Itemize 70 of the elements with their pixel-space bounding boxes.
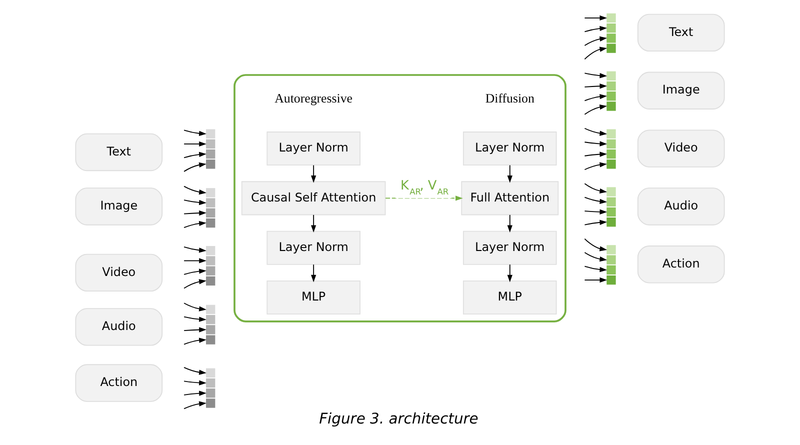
arrow (184, 200, 206, 206)
node-box: Full Attention (461, 181, 559, 216)
node-box: Layer Norm (266, 132, 360, 166)
arrow (584, 94, 608, 102)
arrow (584, 209, 608, 214)
node-box: Layer Norm (266, 230, 360, 265)
edge-label: K$_{AR}$, V$_{AR}$ (400, 178, 449, 197)
node-box: Image (637, 72, 725, 110)
arrow (584, 266, 608, 272)
node-box: Text (75, 133, 163, 172)
arrow (507, 264, 512, 282)
arrow (584, 15, 608, 21)
node-box: Video (75, 254, 163, 292)
arrow (507, 214, 512, 233)
arrow (184, 338, 206, 345)
label: Diffusion (485, 91, 534, 106)
arrow (184, 367, 206, 375)
caption: Figure 3. architecture (319, 410, 478, 428)
arrow (584, 128, 608, 136)
arrow (584, 72, 608, 78)
arrow (310, 164, 316, 183)
arrow (184, 401, 206, 410)
cluster (234, 74, 566, 322)
arrow (584, 252, 608, 262)
arrow (584, 26, 608, 32)
arrow (584, 196, 608, 204)
node-box: Layer Norm (462, 230, 557, 265)
arrow (584, 220, 608, 226)
arrow (184, 152, 206, 158)
arrow (184, 141, 206, 147)
arrow (184, 220, 206, 228)
node-box: Causal Self Attention (241, 181, 386, 216)
arrow (184, 186, 206, 195)
arrow (184, 268, 206, 275)
node-box: Action (637, 246, 725, 284)
node-box: Text (637, 14, 725, 52)
node-box: Layer Norm (462, 132, 557, 166)
arrow (584, 162, 608, 170)
arrow (584, 84, 608, 89)
arrow (184, 279, 206, 289)
arrow (184, 210, 206, 216)
arrow (184, 130, 206, 136)
arrow (584, 277, 608, 283)
arrow (584, 141, 608, 146)
arrow (184, 302, 206, 312)
arrow (184, 316, 206, 322)
arrow (310, 264, 316, 282)
arrow (310, 214, 316, 233)
arrow (584, 36, 608, 46)
arrow (584, 104, 608, 115)
arrow (184, 246, 206, 253)
arrow (385, 196, 463, 201)
label: Autoregressive (274, 91, 352, 106)
arrow (584, 238, 608, 252)
node-box: MLP (266, 280, 360, 315)
arrow (184, 327, 206, 332)
node-box: Image (75, 188, 163, 226)
arrow (184, 162, 206, 172)
arrow (507, 164, 512, 183)
node-box: Audio (75, 308, 163, 346)
arrow (584, 46, 608, 60)
node-box: Action (75, 364, 163, 402)
arrow (184, 390, 206, 396)
node-box: Video (637, 130, 725, 168)
arrow (584, 152, 608, 157)
node-box: MLP (462, 280, 557, 315)
node-box: Audio (637, 188, 725, 226)
arrow (184, 258, 206, 264)
arrow (584, 183, 608, 194)
arrow (184, 380, 206, 386)
